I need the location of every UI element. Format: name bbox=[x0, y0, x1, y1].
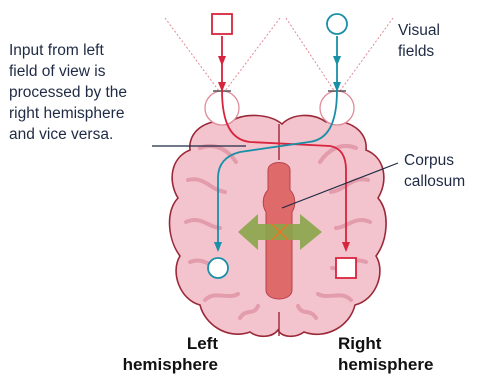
red-square-output-icon bbox=[336, 258, 356, 278]
teal-circle-icon bbox=[327, 14, 347, 34]
visual-fields-label: Visual fields bbox=[398, 20, 440, 62]
brain bbox=[170, 115, 387, 336]
visual-field-lines bbox=[165, 18, 393, 95]
corpus-callosum-label: Corpus callosum bbox=[404, 150, 465, 192]
red-square-icon bbox=[212, 14, 232, 34]
input-note-label: Input from left field of view is process… bbox=[9, 40, 184, 145]
right-hemisphere-label: Right hemisphere bbox=[338, 333, 468, 375]
left-hemisphere-label: Left hemisphere bbox=[98, 333, 218, 375]
teal-circle-output-icon bbox=[208, 258, 228, 278]
